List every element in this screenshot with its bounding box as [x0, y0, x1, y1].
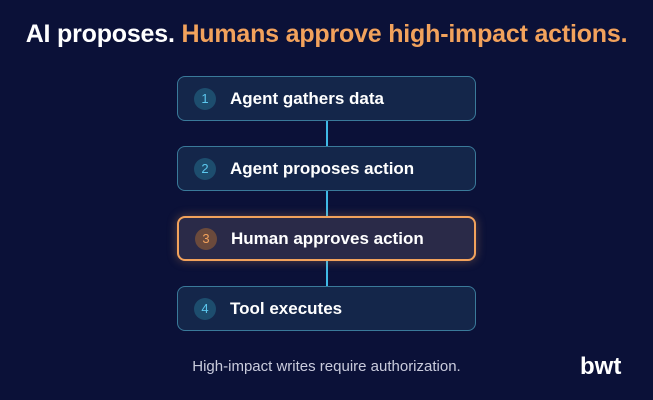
step-label: Agent proposes action [230, 158, 415, 178]
step-4-box: 4 Tool executes [177, 286, 476, 331]
title-accent: Humans approve high-impact actions. [181, 20, 628, 48]
connector-2-3 [326, 191, 328, 216]
step-number-badge: 3 [195, 227, 217, 250]
bwt-logo: bwt [580, 353, 621, 380]
page-title: AI proposes. Humans approve high-impact … [0, 20, 653, 49]
step-label: Tool executes [230, 298, 343, 318]
step-1-box: 1 Agent gathers data [177, 76, 476, 121]
step-3-box-highlighted: 3 Human approves action [177, 216, 476, 261]
step-number-badge: 1 [194, 87, 216, 110]
footer-note: High-impact writes require authorization… [192, 358, 461, 375]
step-2-box: 2 Agent proposes action [177, 146, 476, 191]
title-main: AI proposes. [25, 20, 182, 48]
step-number-badge: 2 [194, 157, 216, 180]
connector-3-4 [326, 261, 328, 286]
logo-text: bwt [580, 353, 621, 380]
step-label: Human approves action [231, 228, 424, 248]
step-number-badge: 4 [194, 297, 216, 320]
step-label: Agent gathers data [230, 88, 384, 108]
connector-1-2 [326, 121, 328, 146]
